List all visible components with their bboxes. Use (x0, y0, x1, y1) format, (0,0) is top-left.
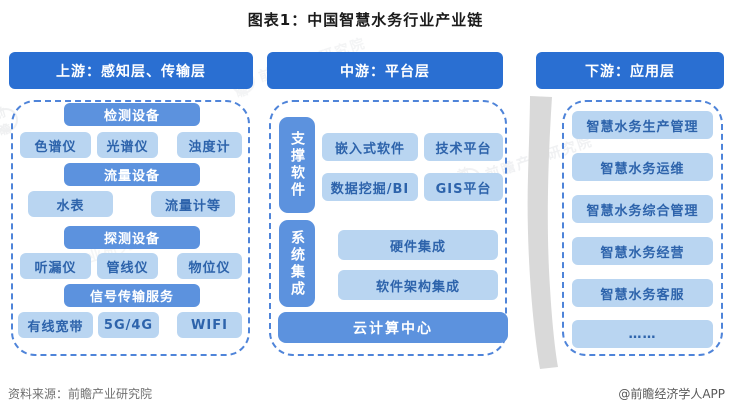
item-wifi: WIFI (177, 312, 242, 338)
item-wired-broadband: 有线宽带 (18, 312, 93, 338)
upstream-panel (11, 100, 250, 356)
item-pipeline-locator: 管线仪 (97, 253, 158, 279)
midstream-panel (269, 100, 507, 356)
item-technology-platform: 技术平台 (424, 133, 503, 161)
item-smart-water-production-management: 智慧水务生产管理 (572, 111, 713, 139)
item-leak-detector: 听漏仪 (20, 253, 91, 279)
item-gis-platform: GIS平台 (424, 173, 503, 201)
midstream-header: 中游：平台层 (267, 52, 503, 89)
chart-title: 图表1：中国智慧水务行业产业链 (247, 11, 484, 29)
item-5g-4g: 5G/4G (98, 312, 159, 338)
cloud-computing-center-bar: 云计算中心 (278, 312, 508, 343)
divider-swoosh-shape (527, 96, 558, 369)
item-ellipsis: …… (572, 320, 713, 348)
source-note: 资料来源：前瞻产业研究院 (8, 387, 153, 401)
item-smart-water-comprehensive-management: 智慧水务综合管理 (572, 195, 713, 223)
item-spectrometer: 光谱仪 (97, 132, 158, 158)
item-embedded-software: 嵌入式软件 (322, 133, 418, 161)
item-level-gauge: 物位仪 (177, 253, 242, 279)
group-label-probe-equipment: 探测设备 (64, 226, 200, 249)
item-turbidimeter: 浊度计 (177, 132, 242, 158)
item-data-mining-bi: 数据挖掘/BI (322, 173, 418, 201)
item-flow-meter: 流量计等 (151, 191, 235, 217)
upstream-header: 上游：感知层、传输层 (9, 52, 253, 89)
group-label-flow-equipment: 流量设备 (64, 163, 200, 186)
downstream-panel (562, 100, 723, 356)
group-label-detection-equipment: 检测设备 (64, 103, 200, 126)
item-software-architecture-integration: 软件架构集成 (338, 270, 498, 300)
downstream-header: 下游：应用层 (536, 52, 724, 89)
group-label-signal-transmission: 信号传输服务 (64, 284, 200, 307)
item-hardware-integration: 硬件集成 (338, 230, 498, 260)
item-water-meter: 水表 (28, 191, 113, 217)
item-chromatograph: 色谱仪 (20, 132, 91, 158)
item-smart-water-customer-service: 智慧水务客服 (572, 279, 713, 307)
item-smart-water-operation-maintenance: 智慧水务运维 (572, 153, 713, 181)
item-smart-water-operations: 智慧水务经营 (572, 237, 713, 265)
brand-note: @前瞻经济学人APP (618, 387, 725, 401)
section-label-system-integration: 系统集成 (279, 220, 315, 307)
section-label-support-software: 支撑软件 (279, 117, 315, 213)
